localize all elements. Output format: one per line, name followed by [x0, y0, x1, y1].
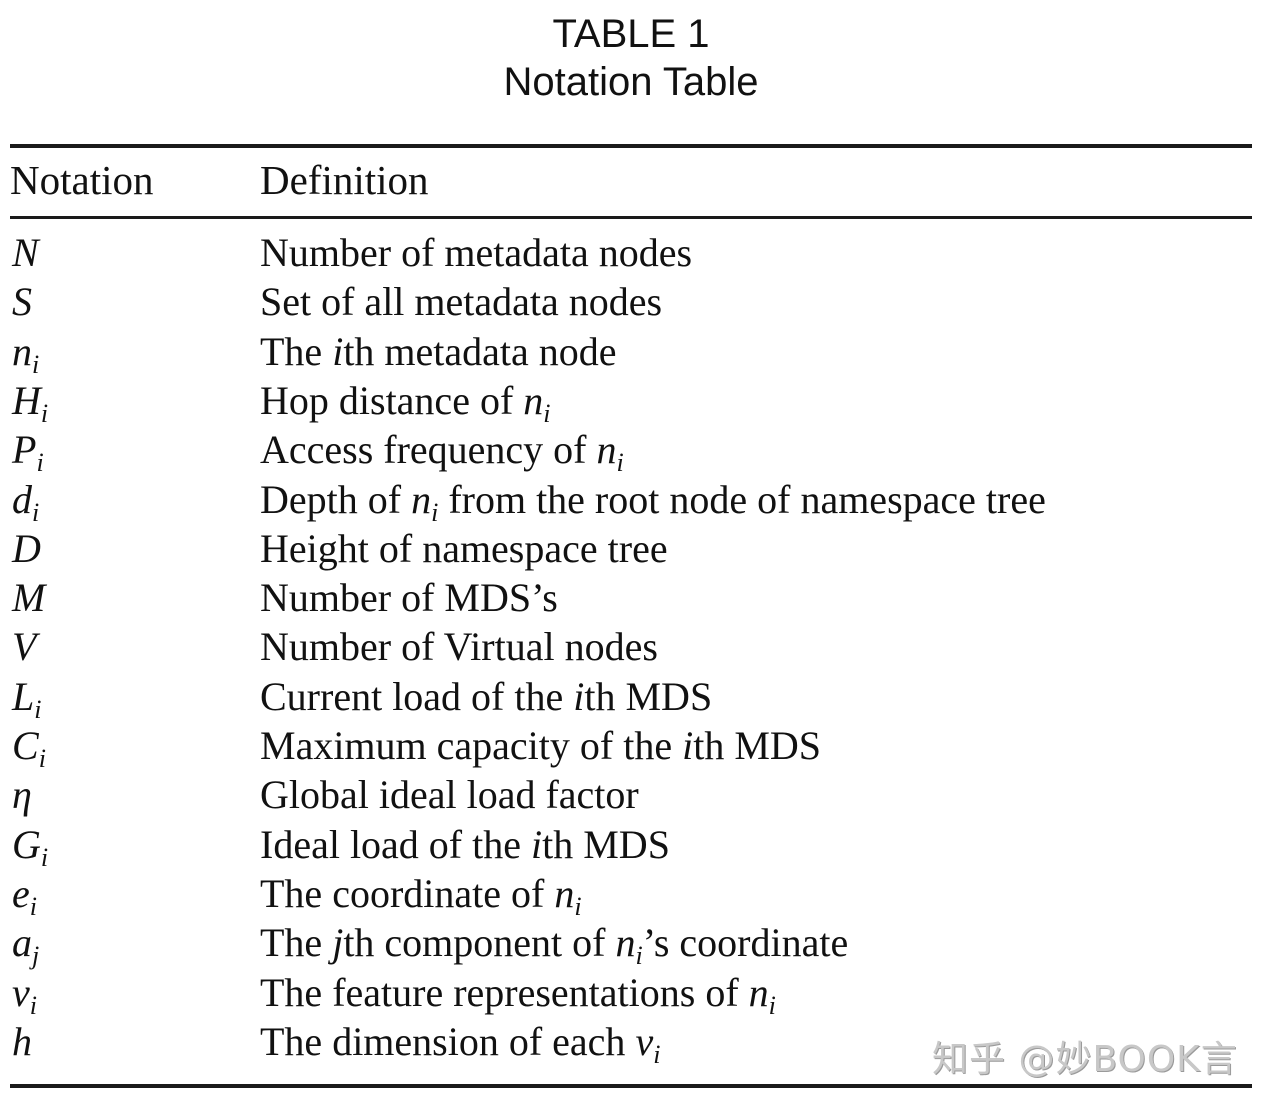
notation-symbol: V — [12, 624, 37, 670]
notation-definition: Access frequency of ni — [260, 427, 624, 478]
notation-symbol: di — [12, 476, 40, 527]
table-row: Pi Access frequency of ni — [0, 425, 1268, 478]
notation-definition: Depth of ni from the root node of namesp… — [260, 476, 1046, 527]
header-notation: Notation — [10, 157, 154, 203]
notation-definition: Number of metadata nodes — [260, 230, 693, 275]
notation-symbol: Ci — [12, 723, 46, 773]
table-row: M Number of MDS’s — [0, 573, 1268, 622]
notation-definition: Number of MDS’s — [260, 575, 558, 621]
table-caption-label: TABLE 1 — [552, 12, 710, 56]
top-rule — [10, 144, 1252, 148]
notation-definition: The dimension of each vi — [260, 1018, 661, 1069]
notation-symbol: Gi — [12, 821, 49, 872]
notation-symbol: S — [12, 279, 32, 325]
notation-symbol: M — [12, 575, 46, 621]
bottom-rule — [10, 1084, 1252, 1088]
notation-symbol: D — [12, 525, 41, 571]
table-row: aj The jth component of ni’s coordinate — [0, 918, 1268, 971]
notation-definition: Hop distance of ni — [260, 377, 551, 428]
notation-definition: Current load of the ith MDS — [260, 673, 713, 719]
notation-definition: Ideal load of the ith MDS — [260, 821, 670, 867]
notation-symbol: Li — [12, 673, 42, 724]
notation-definition: The feature representations of ni — [260, 969, 776, 1020]
table-row: Ci Maximum capacity of the ith MDS — [0, 721, 1268, 773]
table-row: Hi Hop distance of ni — [0, 376, 1268, 428]
notation-symbol: Pi — [12, 427, 44, 478]
table-row: V Number of Virtual nodes — [0, 622, 1268, 671]
notation-definition: Global ideal load factor — [260, 772, 639, 818]
notation-symbol: h — [12, 1018, 32, 1064]
notation-symbol: N — [12, 230, 39, 275]
table-row: ni The ith metadata node — [0, 327, 1268, 379]
table-row: D Height of namespace tree — [0, 524, 1268, 573]
notation-definition: Set of all metadata nodes — [260, 279, 663, 325]
notation-symbol: η — [12, 772, 32, 818]
notation-symbol: ni — [12, 328, 40, 379]
notation-symbol: vi — [12, 969, 37, 1020]
notation-symbol: ei — [12, 870, 37, 921]
table-row: vi The feature representations of ni — [0, 968, 1268, 1020]
notation-definition: Height of namespace tree — [260, 525, 668, 571]
notation-definition: The ith metadata node — [260, 328, 617, 374]
table-row: ei The coordinate of ni — [0, 869, 1268, 921]
notation-definition: The coordinate of ni — [260, 870, 582, 921]
notation-definition: The jth component of ni’s coordinate — [260, 920, 849, 971]
table-row: Li Current load of the ith MDS — [0, 672, 1268, 724]
watermark: 知乎 @妙BOOK言 — [932, 1039, 1238, 1080]
notation-definition: Number of Virtual nodes — [260, 624, 658, 670]
table-row: S Set of all metadata nodes — [0, 277, 1268, 326]
header-definition: Definition — [260, 157, 429, 203]
table-row: h The dimension of each vi — [0, 1017, 1268, 1069]
header-rule — [10, 216, 1252, 219]
notation-symbol: Hi — [12, 377, 49, 428]
notation-symbol: aj — [12, 920, 40, 971]
notation-definition: Maximum capacity of the ith MDS — [260, 723, 822, 768]
table-row: N Number of metadata nodes — [0, 228, 1268, 277]
table-caption-title: Notation Table — [503, 60, 759, 104]
table-row: η Global ideal load factor — [0, 770, 1268, 819]
table-row: di Depth of ni from the root node of name… — [0, 475, 1268, 527]
table-row: Gi Ideal load of the ith MDS — [0, 820, 1268, 872]
